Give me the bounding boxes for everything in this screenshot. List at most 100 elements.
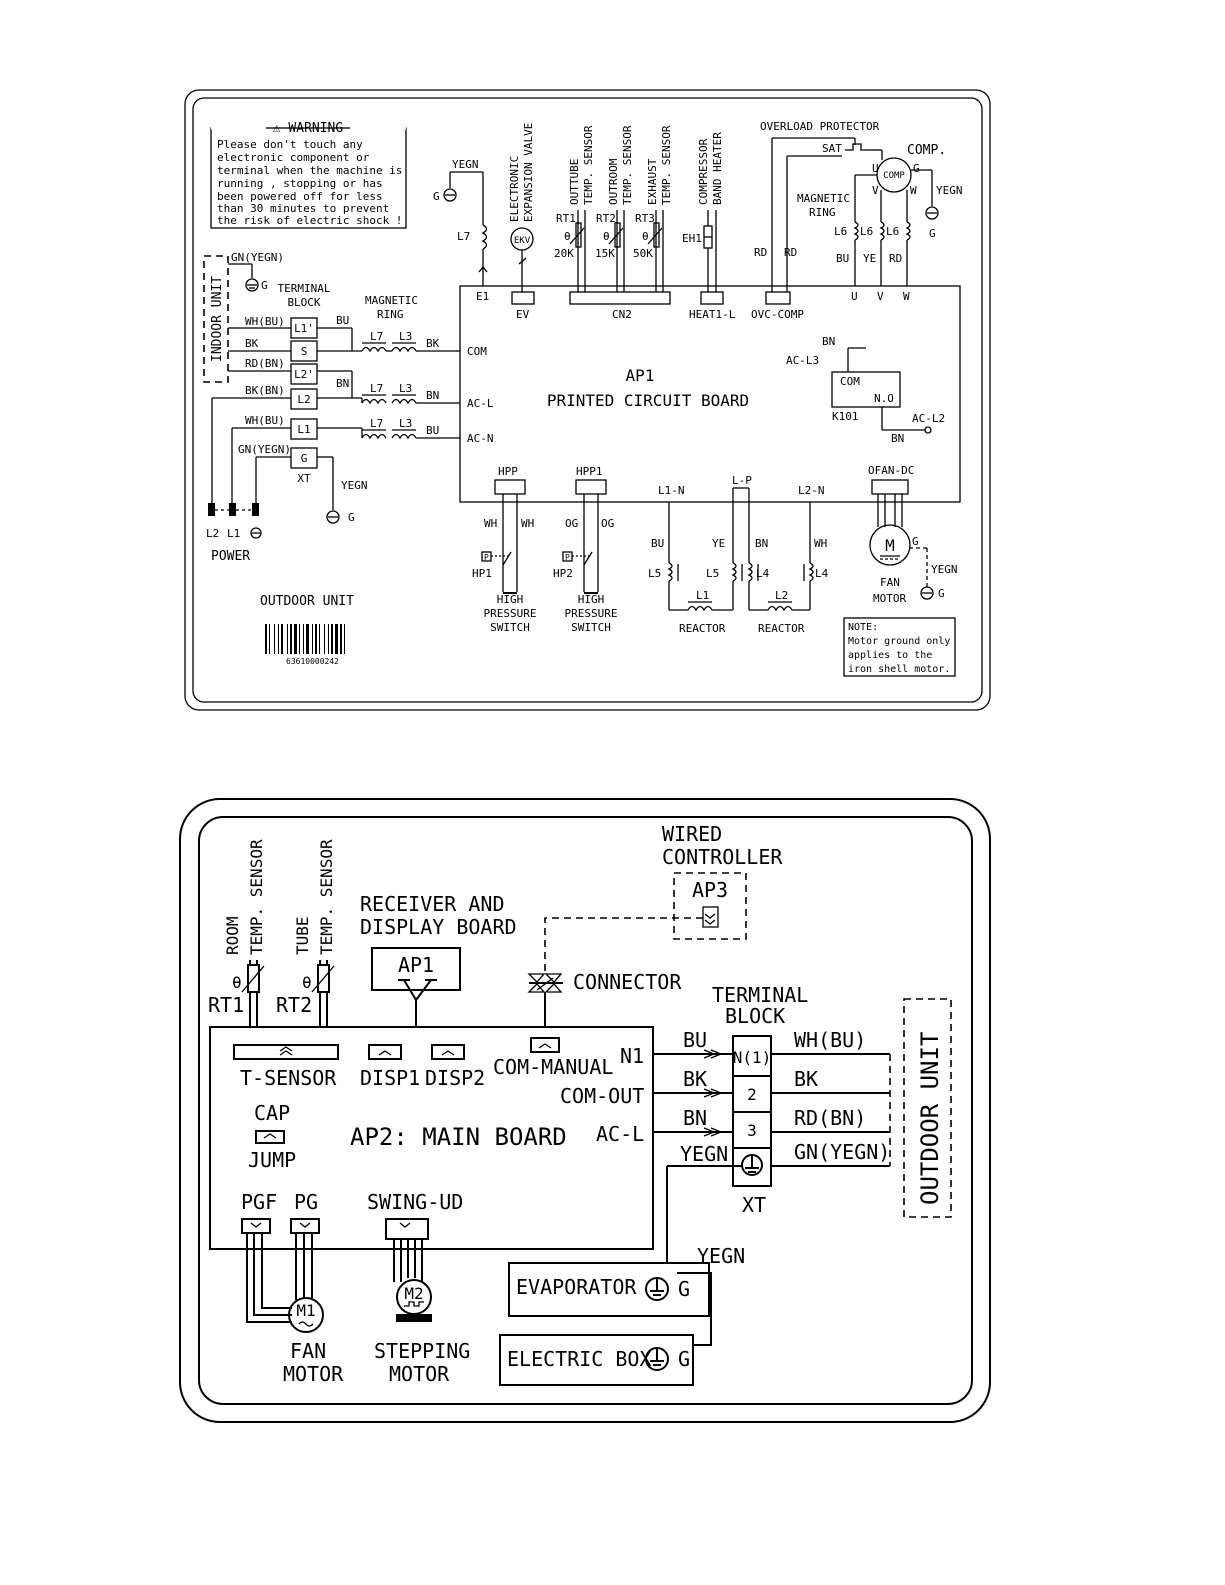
- wire-label: YEGN: [931, 563, 958, 576]
- stepping-title: STEPPING: [374, 1339, 470, 1363]
- coil-ref: L4: [756, 567, 770, 580]
- wired-title: CONTROLLER: [662, 845, 783, 869]
- thermistor-icon: θ: [642, 230, 649, 243]
- sensor-title: TEMP. SENSOR: [317, 839, 336, 955]
- wire-label: BK: [245, 337, 259, 350]
- indoor-frame-inner: [198, 816, 973, 1405]
- wire-label: BU: [426, 424, 439, 437]
- pcb-port: COM: [467, 345, 487, 358]
- ground-symbol: [250, 527, 262, 539]
- heater-title: COMPRESSOR: [697, 138, 710, 205]
- sensor-ref: RT3: [635, 212, 655, 225]
- wire-label: BK: [794, 1067, 818, 1091]
- ring-choke: L7 L3: [361, 330, 460, 353]
- choke-ref: L6: [834, 225, 847, 238]
- connector-label: CONNECTOR: [573, 970, 682, 994]
- indoor-diagram: ROOM TEMP. SENSOR TUBE TEMP. SENSOR θ θ …: [179, 798, 991, 1423]
- wire-label: BN: [426, 389, 439, 402]
- wire-label: YEGN: [341, 479, 368, 492]
- terminal-block: L1' S L2' L2 L1 G XT: [290, 317, 318, 485]
- wire-label: BK: [426, 337, 440, 350]
- coil-ref: L5: [706, 567, 719, 580]
- wire-label: BN: [755, 537, 768, 550]
- relay-no: N.O: [874, 392, 894, 405]
- wire-label: YEGN: [936, 184, 963, 197]
- high-pressure-switches: HPP HPP1 WH WH OG OG P P HP1 HP2 HIGH: [472, 465, 617, 634]
- pcb-port: V: [877, 290, 884, 303]
- ground-label: G: [348, 511, 355, 524]
- barcode-bar: [287, 624, 288, 654]
- pcb-port: AC-L: [467, 397, 494, 410]
- connector-com-manual: [530, 1037, 560, 1053]
- barcode-bar: [319, 624, 320, 654]
- board-port: PG: [294, 1190, 318, 1214]
- terminal: N(1): [733, 1048, 772, 1067]
- wired-controller: [673, 872, 747, 940]
- sensor-value: 20K: [554, 247, 574, 260]
- indoor-fan-motor: M1 FAN MOTOR: [246, 1233, 344, 1386]
- barcode-bar: [269, 624, 270, 654]
- sensor-value: 50K: [633, 247, 653, 260]
- wire-label: YEGN: [680, 1142, 728, 1166]
- board-port: DISP2: [425, 1066, 485, 1090]
- barcode-bar: [290, 624, 292, 654]
- warning-title: ⚠ WARNING: [273, 121, 344, 136]
- motor-m: M: [885, 536, 895, 555]
- terminal: L1': [294, 322, 314, 335]
- magnetic-ring-title: RING: [809, 206, 836, 219]
- hpp-title: PRESSURE: [484, 607, 537, 620]
- outdoor-diagram: ⚠ WARNING Please don't touch any electro…: [184, 89, 991, 711]
- outdoor-sensors: OUTTUBE TEMP. SENSOR OUTROOM TEMP. SENSO…: [554, 125, 673, 321]
- terminal-block-title: TERMINAL: [278, 282, 331, 295]
- wire-label: BN: [891, 432, 904, 445]
- fan-title: FAN: [290, 1339, 326, 1363]
- electric-box-label: ELECTRIC BOX: [507, 1347, 652, 1371]
- wire-label: WH(BU): [245, 315, 285, 328]
- indoor-terminal-block: N(1) 2 3 XT: [732, 1035, 772, 1217]
- ring-choke: L7 L3: [361, 382, 460, 405]
- wire-label: BU: [836, 252, 849, 265]
- connector-pgf: [241, 1218, 271, 1234]
- comp-terminal: V: [872, 184, 879, 197]
- warning-line: than 30 minutes to prevent: [217, 202, 389, 215]
- barcode-bar: [278, 624, 279, 654]
- warning-line: Please don't touch any: [217, 138, 363, 151]
- terminal: L2: [297, 393, 310, 406]
- ekv-title: EXPANSION VALVE: [522, 123, 535, 222]
- comp-terminal: U: [872, 162, 879, 175]
- receiver-ref: AP1: [398, 953, 434, 977]
- hpp-ref: HP2: [553, 567, 573, 580]
- reactor-port: L1-N: [658, 484, 685, 497]
- wire-label: WH: [484, 517, 497, 530]
- outdoor-unit-label: OUTDOOR UNIT: [260, 594, 354, 609]
- terminal: 2: [747, 1085, 757, 1104]
- sensor-title: OUTROOM: [607, 158, 620, 205]
- ground-label: G: [929, 227, 936, 240]
- board-port: N1: [620, 1044, 644, 1068]
- warning-line: terminal when the machine is: [217, 164, 402, 177]
- barcode-bar: [303, 624, 304, 654]
- pcb-port: AC-N: [467, 432, 494, 445]
- indoor-frame-outer: [179, 798, 991, 1423]
- terminal-block-ref: XT: [297, 472, 311, 485]
- pcb-port: HEAT1-L: [689, 308, 736, 321]
- comp-chokes: L6 L6 L6 BU YE RD U V W: [834, 174, 911, 303]
- wire-label: WH: [521, 517, 534, 530]
- hpp-port: HPP: [498, 465, 518, 478]
- warning-line: electronic component or: [217, 151, 370, 164]
- reactors: L1-N L-P L2-N BU YE BN WH L5 L5 L4 L4: [648, 474, 829, 635]
- barcode-bar: [312, 624, 313, 654]
- ground-label: G: [913, 162, 920, 175]
- terminal-block-ref: XT: [742, 1193, 766, 1217]
- hpp-title: HIGH: [497, 593, 524, 606]
- relay-k101: BN AC-L3 COM N.O K101 AC-L2 BN: [786, 335, 945, 445]
- barcode: [265, 624, 345, 654]
- terminal-block-title: BLOCK: [725, 1004, 785, 1028]
- sat-label: SAT: [822, 142, 842, 155]
- ground-label: G: [261, 279, 268, 292]
- connector-swing-ud: [385, 1218, 429, 1240]
- fan-port: OFAN-DC: [868, 464, 914, 477]
- main-board-label: AP2: MAIN BOARD: [350, 1123, 567, 1151]
- choke-ref: L3: [399, 417, 412, 430]
- ground-label: G: [433, 190, 440, 203]
